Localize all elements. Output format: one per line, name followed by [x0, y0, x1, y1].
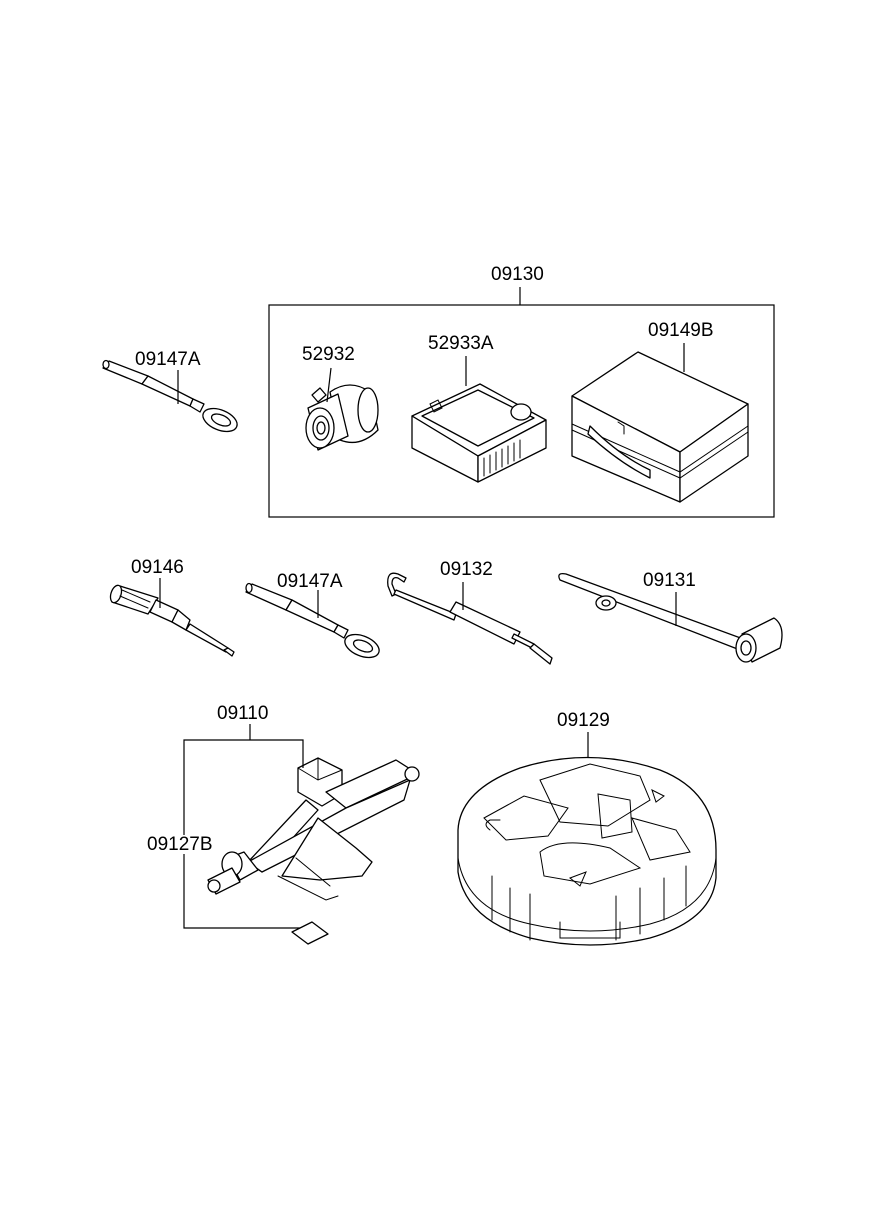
label-tire-sealant: 52932 [302, 344, 355, 365]
scissor-jack-icon [207, 757, 420, 901]
lug-wrench-icon [558, 572, 783, 663]
label-lug-wrench: 09131 [643, 570, 696, 591]
label-case: 09149B [648, 320, 714, 341]
label-eye-bar-mid: 09147A [277, 571, 343, 592]
screwdriver-icon [109, 584, 235, 657]
label-hook-rod: 09132 [440, 559, 493, 580]
case-icon [571, 351, 749, 503]
label-kit-group: 09130 [491, 264, 544, 285]
label-tray: 09129 [557, 710, 610, 731]
label-screwdriver: 09146 [131, 557, 184, 578]
eye-bar-mid-icon [245, 582, 380, 659]
sealant-leader [326, 367, 332, 403]
kit-group-frame [268, 304, 775, 518]
label-tag-icon [291, 921, 329, 945]
label-eye-bar-top: 09147A [135, 349, 201, 370]
eye-bar-icon [102, 359, 238, 433]
label-jack: 09110 [217, 703, 269, 724]
hook-rod-icon [387, 572, 553, 665]
sealant-bottle-icon [305, 384, 379, 451]
label-compressor: 52933A [428, 333, 494, 354]
compressor-icon [411, 383, 547, 483]
jack-leader [183, 739, 308, 929]
label-jack-tag: 09127B [145, 834, 215, 855]
tool-tray-icon [457, 756, 717, 946]
